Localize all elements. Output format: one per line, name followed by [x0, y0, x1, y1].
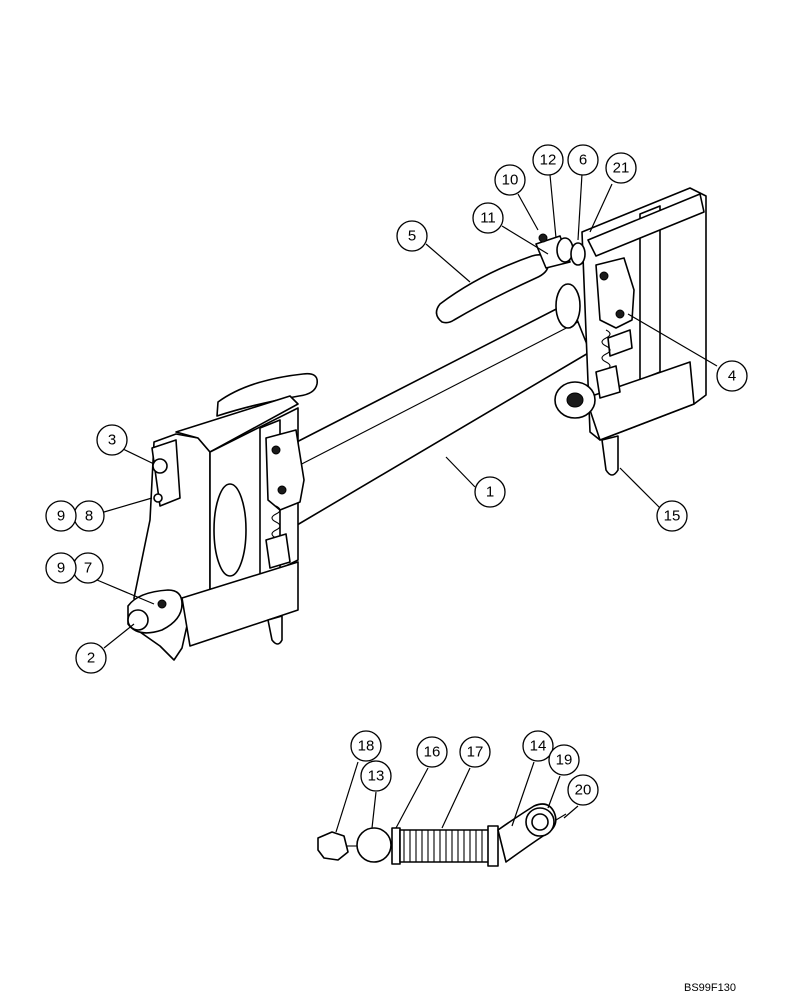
callout-20: 20 — [567, 774, 599, 806]
callout-19: 19 — [548, 744, 580, 776]
callout-16: 16 — [416, 736, 448, 768]
callout-21: 21 — [605, 152, 637, 184]
left-plate-assembly — [127, 372, 319, 661]
callout-8: 8 — [73, 500, 105, 532]
callout-6: 6 — [567, 144, 599, 176]
callout-18: 18 — [350, 730, 382, 762]
callout-13: 13 — [360, 760, 392, 792]
svg-text:19: 19 — [556, 752, 573, 769]
callout-9-lower: 9 — [45, 552, 77, 584]
svg-text:7: 7 — [84, 560, 92, 577]
lever-handle — [435, 233, 586, 324]
callout-4: 4 — [716, 360, 748, 392]
svg-text:21: 21 — [613, 160, 630, 177]
svg-text:20: 20 — [575, 782, 592, 799]
svg-text:3: 3 — [108, 432, 116, 449]
svg-text:6: 6 — [579, 152, 587, 169]
svg-text:12: 12 — [540, 152, 557, 169]
svg-text:14: 14 — [530, 738, 547, 755]
svg-text:9: 9 — [57, 508, 65, 525]
svg-text:13: 13 — [368, 768, 385, 785]
svg-text:4: 4 — [728, 368, 736, 385]
lock-pin-assembly — [317, 803, 567, 867]
right-plate-assembly — [554, 187, 707, 476]
svg-text:17: 17 — [467, 744, 484, 761]
callout-15: 15 — [656, 500, 688, 532]
callout-14: 14 — [522, 730, 554, 762]
svg-text:5: 5 — [408, 228, 416, 245]
callout-1: 1 — [474, 476, 506, 508]
callout-5: 5 — [396, 220, 428, 252]
svg-text:16: 16 — [424, 744, 441, 761]
svg-text:8: 8 — [85, 508, 93, 525]
callout-10: 10 — [494, 164, 526, 196]
callout-9-upper: 9 — [45, 500, 77, 532]
svg-text:11: 11 — [480, 210, 496, 227]
svg-text:9: 9 — [57, 560, 65, 577]
svg-text:1: 1 — [486, 484, 494, 501]
cross-tube — [284, 301, 591, 529]
leader-lines — [96, 173, 718, 833]
svg-text:18: 18 — [358, 738, 375, 755]
svg-text:2: 2 — [87, 650, 95, 667]
callout-2: 2 — [75, 642, 107, 674]
callout-17: 17 — [459, 736, 491, 768]
svg-text:15: 15 — [664, 508, 681, 525]
callout-11: 11 — [472, 202, 504, 234]
callout-12: 12 — [532, 144, 564, 176]
svg-text:10: 10 — [502, 172, 519, 189]
figure-code: BS99F130 — [684, 982, 736, 994]
callout-3: 3 — [96, 424, 128, 456]
callout-7: 7 — [72, 552, 104, 584]
